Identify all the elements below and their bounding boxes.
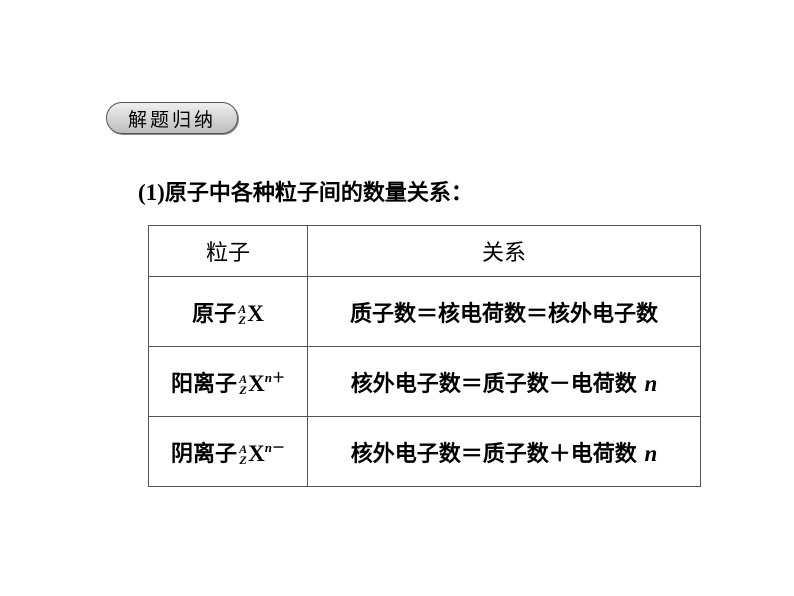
relation-cell: 质子数＝核电荷数＝核外电子数 xyxy=(307,276,701,347)
charge-sign: － xyxy=(271,439,285,455)
header-particle: 粒子 xyxy=(148,225,308,277)
particle-name: 原子 xyxy=(192,301,237,327)
table-header-row: 粒子 关系 xyxy=(148,225,701,277)
ion-charge: n＋ xyxy=(265,370,285,385)
intro-number: (1) xyxy=(138,180,165,205)
mass-number: A xyxy=(238,301,247,316)
atomic-number: Z xyxy=(238,312,246,327)
relation-variable: n xyxy=(644,370,658,396)
intro-text: 原子中各种粒子间的数量关系： xyxy=(164,181,473,206)
particle-name: 阴离子 xyxy=(171,441,238,467)
ion-charge: n－ xyxy=(265,440,285,455)
relation-text: 核外电子数＝质子数＋电荷数 xyxy=(350,441,645,467)
charge-variable: n xyxy=(264,369,272,385)
element-symbol: X xyxy=(248,440,265,466)
intro-heading: (1)原子中各种粒子间的数量关系： xyxy=(138,175,473,207)
charge-variable: n xyxy=(264,439,272,455)
summary-badge-label: 解题归纳 xyxy=(127,108,216,131)
relation-text: 核外电子数＝质子数－电荷数 xyxy=(350,371,645,397)
element-symbol: X xyxy=(247,300,264,326)
particle-name: 阳离子 xyxy=(171,371,238,397)
element-symbol: X xyxy=(248,370,265,396)
atomic-number: Z xyxy=(239,452,247,467)
summary-badge: 解题归纳 xyxy=(106,102,238,134)
relation-cell: 核外电子数＝质子数－电荷数 n xyxy=(307,346,701,417)
mass-number: A xyxy=(239,441,248,456)
relation-text: 质子数＝核电荷数＝核外电子数 xyxy=(349,301,658,327)
relation-cell: 核外电子数＝质子数＋电荷数 n xyxy=(307,416,701,487)
mass-number: A xyxy=(239,371,248,386)
header-relation: 关系 xyxy=(307,225,701,277)
charge-sign: ＋ xyxy=(271,369,285,385)
relation-variable: n xyxy=(644,440,658,466)
atomic-number: Z xyxy=(239,382,247,397)
